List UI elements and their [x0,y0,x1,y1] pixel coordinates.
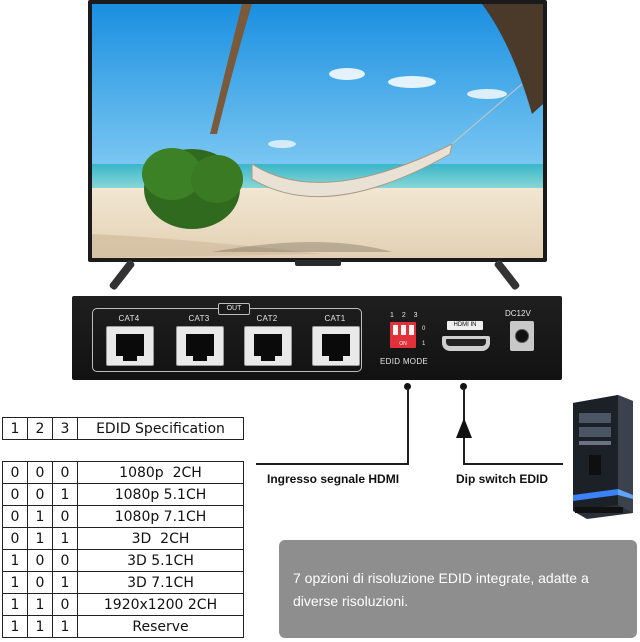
table-cell: 0 [52,505,78,528]
hdmi-callout-line-horizontal [256,463,409,465]
port-cat2[interactable]: CAT2 [244,314,292,366]
port-label: CAT2 [256,314,278,323]
arrow-up-icon [456,418,472,438]
dip-switch[interactable]: ON [390,322,416,348]
beach-scene [92,4,543,258]
rj45-jack-icon [106,326,154,366]
dip-callout-line-horizontal [463,463,563,465]
table-cell: 1 [27,505,53,528]
table-cell: 1 [27,593,53,616]
info-box: 7 opzioni di risoluzione EDID integrate,… [279,540,637,638]
table-header-cell: EDID Specification [77,417,244,440]
table-cell: 1 [2,593,28,616]
edid-spec-table: 1 2 3 EDID Specification 0 0 0 1080p 2CH… [2,417,244,638]
dc-label: DC12V [505,309,531,318]
table-header-cell: 2 [27,417,53,440]
table-header-cell: 3 [52,417,78,440]
table-cell: 1 [27,527,53,550]
table-cell: Reserve [77,615,244,638]
tv-display [88,0,547,262]
rj45-jack-icon [244,326,292,366]
table-row: 0 1 0 1080p 7.1CH [2,505,244,528]
hdmi-port-icon[interactable] [442,336,490,351]
tv-leg-right [493,259,521,291]
table-cell: 0 [52,461,78,484]
table-row: 1 0 1 3D 7.1CH [2,571,244,594]
hdmi-input-callout: Ingresso segnale HDMI [267,472,400,486]
table-cell: 0 [27,461,53,484]
table-header-cell: 1 [2,417,28,440]
table-cell: 1 [52,527,78,550]
port-label: CAT1 [324,314,346,323]
hdmi-in-label: HDMI IN [447,321,483,330]
table-cell: 1 [2,615,28,638]
table-cell: 0 [27,549,53,572]
table-cell: 1080p 2CH [77,461,244,484]
out-label: OUT [218,303,250,315]
pc-tower-icon [573,395,633,519]
table-cell: 0 [52,549,78,572]
table-cell: 1 [2,571,28,594]
table-cell: 0 [52,593,78,616]
table-cell: 1 [2,549,28,572]
port-cat4[interactable]: CAT4 [106,314,154,366]
rj45-jack-icon [176,326,224,366]
table-cell: 3D 2CH [77,527,244,550]
table-cell: 0 [2,505,28,528]
tv-beach-image [92,4,543,258]
table-row: 0 0 0 1080p 2CH [2,461,244,484]
dip-switch-numbers: 1 2 3 [390,312,421,319]
table-cell: 3D 5.1CH [77,549,244,572]
dip-side-label-bottom: 1 [422,341,426,347]
hdmi-callout-dot [404,383,411,390]
table-cell: 3D 7.1CH [77,571,244,594]
table-cell: 1 [52,571,78,594]
rj45-jack-icon [312,326,360,366]
table-cell: 0 [2,461,28,484]
table-row: 1 0 0 3D 5.1CH [2,549,244,572]
hdmi-callout-line [407,388,409,464]
table-cell: 0 [2,527,28,550]
table-cell: 0 [2,483,28,506]
table-row: 1 1 0 1920x1200 2CH [2,593,244,616]
table-cell: 1 [52,483,78,506]
table-cell: 0 [27,571,53,594]
port-label: CAT3 [188,314,210,323]
dip-side-label-top: 0 [422,326,426,332]
tv-base [295,260,341,266]
table-row: 1 1 1 Reserve [2,615,244,638]
tv-leg-left [108,259,136,291]
hdmi-extender-device: OUT CAT4 CAT3 CAT2 CAT1 1 2 3 ON 0 1 EDI… [72,296,562,380]
table-cell: 1080p 7.1CH [77,505,244,528]
table-cell: 1 [27,615,53,638]
table-cell: 1080p 5.1CH [77,483,244,506]
edid-mode-label: EDID MODE [380,357,429,366]
table-cell: 1 [52,615,78,638]
info-text: 7 opzioni di risoluzione EDID integrate,… [293,570,589,609]
table-row: 0 1 1 3D 2CH [2,527,244,550]
table-cell: 1920x1200 2CH [77,593,244,616]
port-cat3[interactable]: CAT3 [176,314,224,366]
port-cat1[interactable]: CAT1 [312,314,360,366]
table-cell: 0 [27,483,53,506]
table-row: 0 0 1 1080p 5.1CH [2,483,244,506]
dip-on-label: ON [399,341,407,347]
dip-switch-callout: Dip switch EDID [456,472,549,486]
table-header-row: 1 2 3 EDID Specification [2,417,244,440]
dip-callout-dot [460,383,467,390]
port-label: CAT4 [118,314,140,323]
dc-power-jack-icon[interactable] [510,321,534,351]
